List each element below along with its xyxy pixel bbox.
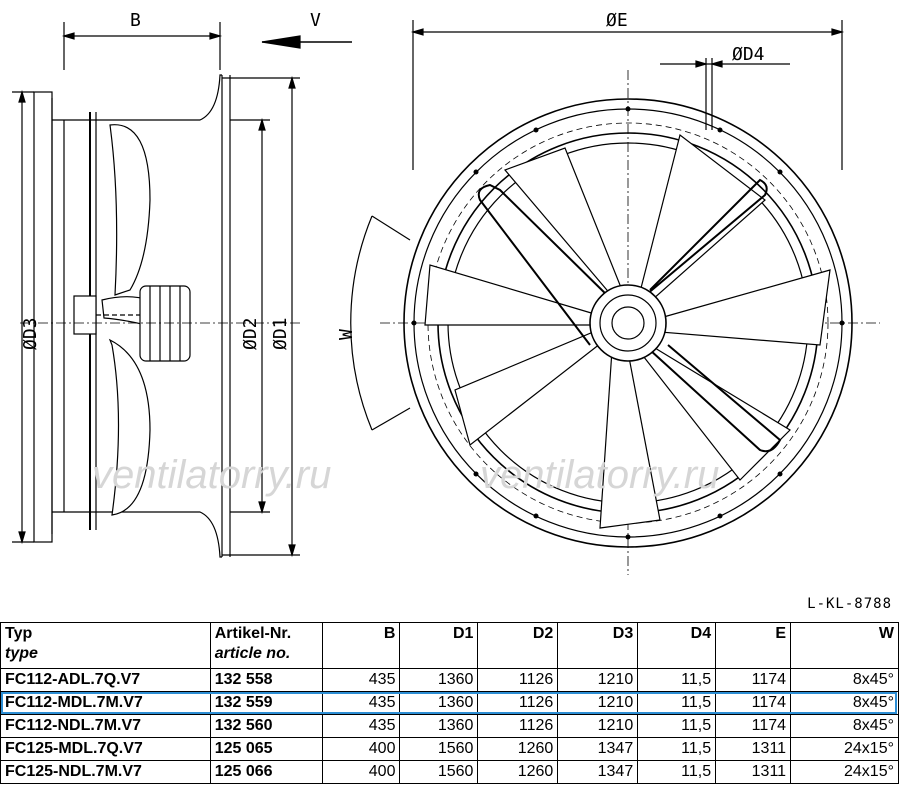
- dim-label-d4: ØD4: [732, 44, 765, 65]
- cell-b: 400: [321, 737, 401, 761]
- header-d3: D3: [557, 622, 639, 669]
- cell-d2: 1126: [477, 691, 559, 715]
- cell-e: 1174: [715, 668, 792, 692]
- header-b: B: [321, 622, 401, 669]
- technical-drawing: B V ØE ØD4 ØD3 ØD2 ØD1 W ventilatorry.ru…: [12, 10, 880, 575]
- cell-d3: 1210: [557, 668, 639, 692]
- cell-type: FC125-MDL.7Q.V7: [0, 737, 211, 761]
- header-d1: D1: [399, 622, 479, 669]
- header-w: W: [790, 622, 899, 669]
- cell-w: 24x15°: [790, 760, 899, 784]
- cell-b: 435: [321, 668, 401, 692]
- cell-b: 400: [321, 760, 401, 784]
- cell-d2: 1126: [477, 668, 559, 692]
- cell-d4: 11,5: [637, 691, 717, 715]
- cell-article: 125 066: [209, 760, 323, 784]
- dim-label-d1: ØD1: [270, 317, 291, 350]
- cell-type: FC112-ADL.7Q.V7: [0, 668, 211, 692]
- cell-e: 1174: [715, 714, 792, 738]
- dim-label-d2: ØD2: [240, 317, 261, 350]
- table-row[interactable]: FC125-MDL.7Q.V7 125 065 400 1560 1260 13…: [0, 737, 899, 761]
- cell-d3: 1347: [557, 760, 639, 784]
- cell-d4: 11,5: [637, 737, 717, 761]
- specification-table: Typ type Artikel-Nr. article no. B D1 D2…: [0, 622, 899, 784]
- cell-d1: 1360: [399, 714, 479, 738]
- cell-d1: 1560: [399, 760, 479, 784]
- cell-b: 435: [321, 691, 401, 715]
- cell-b: 435: [321, 714, 401, 738]
- cell-d2: 1260: [477, 760, 559, 784]
- cell-d3: 1347: [557, 737, 639, 761]
- table-row[interactable]: FC125-NDL.7M.V7 125 066 400 1560 1260 13…: [0, 760, 899, 784]
- cell-d1: 1360: [399, 668, 479, 692]
- dim-label-v: V: [310, 10, 321, 31]
- dim-label-b: B: [130, 10, 141, 31]
- cell-d4: 11,5: [637, 668, 717, 692]
- cell-e: 1174: [715, 691, 792, 715]
- watermark-right: ventilatorry.ru: [480, 453, 719, 497]
- cell-d1: 1360: [399, 691, 479, 715]
- cell-d3: 1210: [557, 691, 639, 715]
- cell-e: 1311: [715, 760, 792, 784]
- cell-w: 8x45°: [790, 668, 899, 692]
- table-row[interactable]: FC112-NDL.7M.V7 132 560 435 1360 1126 12…: [0, 714, 899, 738]
- dim-label-e: ØE: [606, 10, 628, 31]
- table-row-selected[interactable]: FC112-MDL.7M.V7 132 559 435 1360 1126 12…: [0, 691, 899, 715]
- cell-type: FC112-NDL.7M.V7: [0, 714, 211, 738]
- table-row[interactable]: FC112-ADL.7Q.V7 132 558 435 1360 1126 12…: [0, 668, 899, 692]
- cell-w: 8x45°: [790, 691, 899, 715]
- cell-article: 132 560: [209, 714, 323, 738]
- cell-d3: 1210: [557, 714, 639, 738]
- cell-article: 132 558: [209, 668, 323, 692]
- watermark-left: ventilatorry.ru: [92, 453, 331, 497]
- header-article: Artikel-Nr. article no.: [209, 622, 323, 669]
- cell-w: 24x15°: [790, 737, 899, 761]
- header-type: Typ type: [0, 622, 211, 669]
- cell-w: 8x45°: [790, 714, 899, 738]
- cell-d2: 1126: [477, 714, 559, 738]
- cell-type: FC125-NDL.7M.V7: [0, 760, 211, 784]
- cell-d4: 11,5: [637, 760, 717, 784]
- cell-d1: 1560: [399, 737, 479, 761]
- document-code: L-KL-8788: [807, 596, 892, 612]
- cell-d4: 11,5: [637, 714, 717, 738]
- header-d2: D2: [477, 622, 559, 669]
- dim-label-d3: ØD3: [20, 317, 41, 350]
- header-e: E: [715, 622, 792, 669]
- cell-d2: 1260: [477, 737, 559, 761]
- cell-e: 1311: [715, 737, 792, 761]
- dim-label-w: W: [336, 329, 357, 340]
- cell-article: 125 065: [209, 737, 323, 761]
- table-header-row: Typ type Artikel-Nr. article no. B D1 D2…: [0, 622, 899, 669]
- header-d4: D4: [637, 622, 717, 669]
- cell-type: FC112-MDL.7M.V7: [0, 691, 211, 715]
- cell-article: 132 559: [209, 691, 323, 715]
